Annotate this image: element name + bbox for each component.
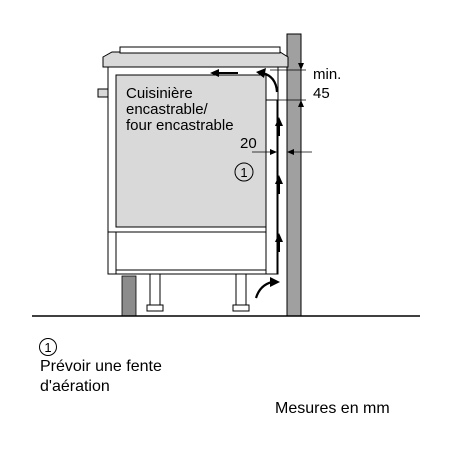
airflow-curve-top-head: [256, 68, 266, 78]
rear-support: [121, 275, 137, 317]
appliance-body: [115, 74, 267, 228]
appliance-label-line1: Cuisinière: [126, 85, 193, 102]
clearance-min-label: min.: [313, 66, 341, 83]
handle: [97, 88, 109, 98]
cooktop-rim: [119, 46, 281, 54]
leg-right: [235, 273, 247, 309]
gap-arrow-right-head: [287, 149, 294, 155]
airflow-arrows-up: [275, 117, 283, 252]
legend-line2: d'aération: [40, 378, 110, 395]
airflow-curve-bottom-head: [270, 277, 280, 287]
callout-circle: [234, 162, 254, 182]
clearance-value: 45: [313, 85, 330, 102]
legend-line1: Prévoir une fente: [40, 358, 162, 375]
plinth-cabinet-front: [107, 231, 117, 275]
wall: [286, 33, 302, 317]
appliance-label-line2: encastrable/: [126, 101, 209, 118]
drawer: [115, 231, 267, 271]
airflow-left-head: [210, 69, 219, 77]
worktop: [102, 51, 289, 68]
callout-number: 1: [240, 165, 247, 180]
units-note: Mesures en mm: [275, 400, 390, 417]
leg-left-foot: [146, 304, 164, 312]
leg-right-foot: [232, 304, 250, 312]
legend-circle: [39, 338, 57, 356]
legend-number: 1: [44, 340, 51, 355]
airflow-curve-bottom: [254, 280, 273, 299]
dim-arrow-bottom-head: [298, 100, 304, 107]
dim-arrow-top-head: [298, 63, 304, 70]
leg-left: [149, 273, 161, 309]
gap-value: 20: [240, 135, 257, 152]
cabinet-back: [265, 99, 278, 275]
gap-arrow-left-head: [270, 149, 277, 155]
appliance-label-line3: four encastrable: [126, 117, 234, 134]
